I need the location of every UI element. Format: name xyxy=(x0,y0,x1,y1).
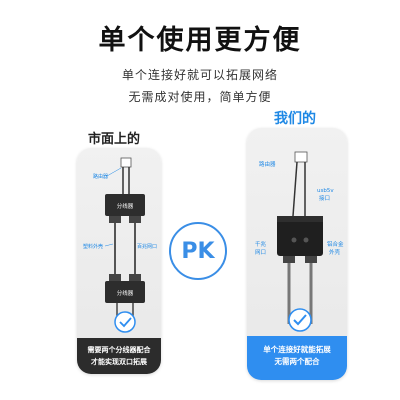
our-caption-line-2: 无需两个配合 xyxy=(274,357,320,366)
competitor-caption-line-1: 需要两个分线器配合 xyxy=(87,346,151,354)
alloy-label-2: 外壳 xyxy=(329,248,341,256)
competitor-card: 路由器 分线器 塑料外壳 百兆网口 分线器 需要两个分线器配合 才能实现双口拓展 xyxy=(77,148,161,374)
competitor-illustration: 路由器 分线器 塑料外壳 百兆网口 分线器 xyxy=(83,157,157,333)
pk-badge: PK xyxy=(169,222,227,280)
usb-label: usb5v xyxy=(317,188,334,194)
splitter-label-1: 分线器 xyxy=(117,202,134,210)
router-plug-icon xyxy=(294,151,308,163)
headline: 单个使用更方便 xyxy=(98,25,302,56)
competitor-caption: 需要两个分线器配合 才能实现双口拓展 xyxy=(77,338,161,374)
left-title: 市面上的 xyxy=(88,132,141,147)
check-icon xyxy=(288,308,312,332)
our-caption-line-1: 单个连接好就能拓展 xyxy=(263,345,331,354)
check-icon xyxy=(114,311,136,333)
our-product-caption: 单个连接好就能拓展 无需两个配合 xyxy=(247,336,347,380)
gigabit-label-2: 网口 xyxy=(255,249,266,256)
router-plug-icon xyxy=(120,157,132,168)
port-label: 百兆网口 xyxy=(137,243,157,250)
usb-label-2: 接口 xyxy=(319,194,330,202)
plastic-label: 塑料外壳 xyxy=(83,243,103,250)
router-label: 路由器 xyxy=(259,160,276,168)
router-label: 路由器 xyxy=(93,173,108,180)
competitor-caption-line-2: 才能实现双口拓展 xyxy=(91,358,147,366)
splitter-top-icon xyxy=(105,194,145,216)
subline-1: 单个连接好就可以拓展网络 xyxy=(121,68,278,82)
splitter-bottom-icon xyxy=(105,281,145,303)
subline-2: 无需成对使用，简单方便 xyxy=(128,90,272,104)
gigabit-label-1: 千兆 xyxy=(255,240,267,248)
hub-device-icon xyxy=(277,216,323,256)
our-product-illustration: 路由器 usb5v 接口 千兆 网口 铝合金 外壳 xyxy=(255,151,344,332)
alloy-label-1: 铝合金 xyxy=(327,240,344,248)
our-product-card: 路由器 usb5v 接口 千兆 网口 铝合金 外壳 单个连接好就能拓展 无需两个… xyxy=(247,128,347,380)
splitter-label-2: 分线器 xyxy=(117,289,134,297)
right-title: 我们的 xyxy=(274,111,316,127)
